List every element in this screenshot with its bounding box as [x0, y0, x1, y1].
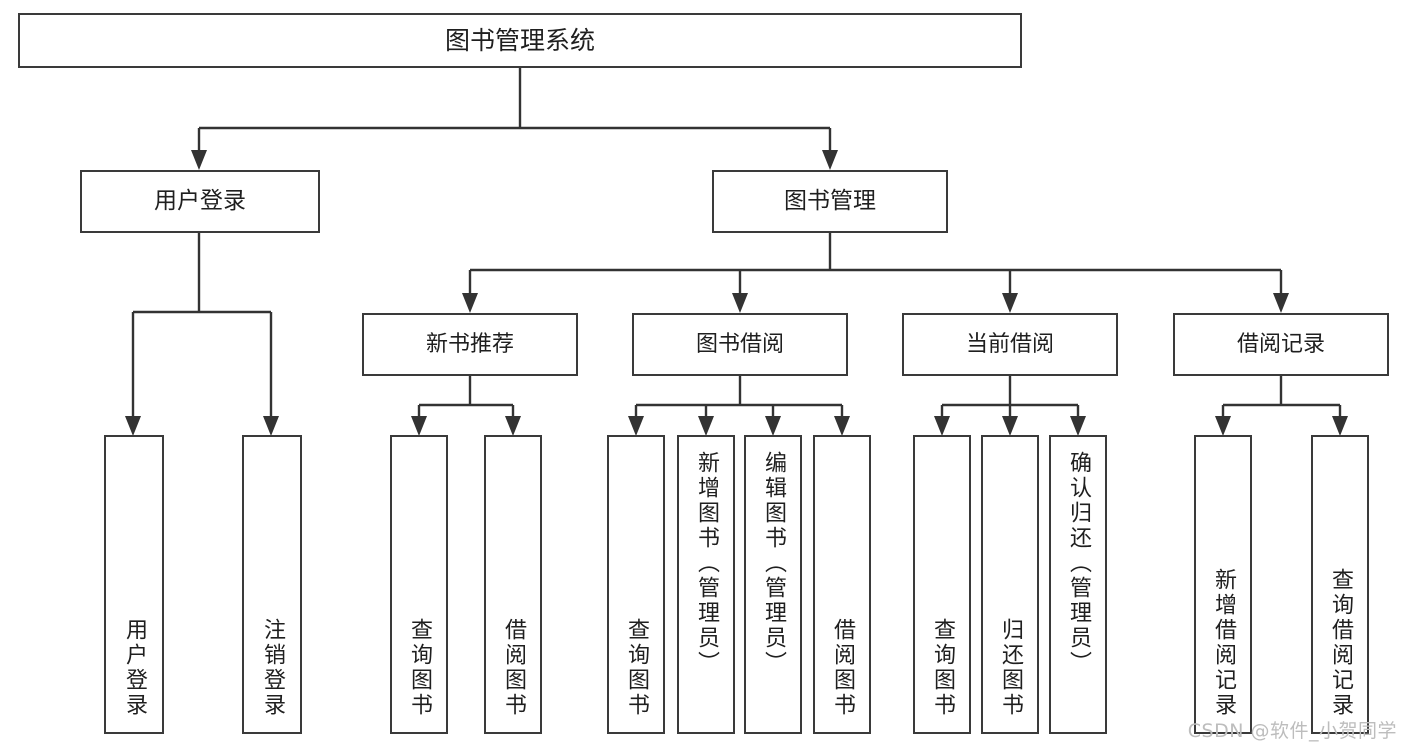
node-leaf-return-book-label: 归还图书 [998, 618, 1023, 718]
node-leaf-logout-label: 注销登录 [260, 618, 285, 718]
node-leaf-query-book-3-label: 查询图书 [930, 618, 955, 718]
arrow-bm-to-current-borrow [1002, 293, 1018, 313]
arrow-nb-leaf-2 [505, 416, 521, 436]
node-leaf-borrow-book-2-label: 借阅图书 [830, 618, 855, 718]
node-leaf-query-record[interactable]: 查询借阅记录 [1311, 435, 1369, 734]
arrow-root-to-book-manage [822, 150, 838, 170]
node-book-borrow-label: 图书借阅 [695, 331, 784, 357]
node-book-manage-label: 图书管理 [784, 187, 876, 214]
node-user-login-label: 用户登录 [154, 187, 246, 214]
node-leaf-borrow-book-1-label: 借阅图书 [501, 618, 526, 718]
arrow-bb-leaf-4 [834, 416, 850, 436]
node-leaf-borrow-book-1[interactable]: 借阅图书 [484, 435, 542, 734]
arrow-bm-to-borrow-record [1273, 293, 1289, 313]
arrow-user-login-leaf-2 [263, 416, 279, 436]
node-leaf-return-book[interactable]: 归还图书 [981, 435, 1039, 734]
node-leaf-user-login-label: 用户登录 [122, 618, 147, 718]
node-borrow-record-label: 借阅记录 [1236, 331, 1325, 357]
arrow-bb-leaf-2 [698, 416, 714, 436]
node-current-borrow[interactable]: 当前借阅 [902, 313, 1118, 376]
arrow-cb-leaf-3 [1070, 416, 1086, 436]
node-new-book-recommend[interactable]: 新书推荐 [362, 313, 578, 376]
arrow-bm-to-new-book [462, 293, 478, 313]
node-current-borrow-label: 当前借阅 [965, 331, 1054, 357]
watermark-text: CSDN @软件_小贺同学 [1187, 720, 1397, 742]
node-root-label: 图书管理系统 [444, 25, 595, 55]
node-leaf-add-record[interactable]: 新增借阅记录 [1194, 435, 1252, 734]
arrow-cb-leaf-2 [1002, 416, 1018, 436]
node-leaf-edit-book[interactable]: 编辑图书（管理员） [744, 435, 802, 734]
node-book-manage[interactable]: 图书管理 [712, 170, 948, 233]
node-root[interactable]: 图书管理系统 [18, 13, 1022, 68]
arrow-bb-leaf-3 [765, 416, 781, 436]
arrow-cb-leaf-1 [934, 416, 950, 436]
arrow-br-leaf-1 [1215, 416, 1231, 436]
node-leaf-query-book-2[interactable]: 查询图书 [607, 435, 665, 734]
node-leaf-add-book-label: 新增图书（管理员） [694, 451, 719, 676]
arrow-br-leaf-2 [1332, 416, 1348, 436]
node-leaf-confirm-return-label: 确认归还（管理员） [1066, 451, 1091, 676]
node-book-borrow[interactable]: 图书借阅 [632, 313, 848, 376]
arrow-bb-leaf-1 [628, 416, 644, 436]
node-leaf-query-book-1[interactable]: 查询图书 [390, 435, 448, 734]
node-leaf-add-book[interactable]: 新增图书（管理员） [677, 435, 735, 734]
node-leaf-query-record-label: 查询借阅记录 [1328, 568, 1353, 718]
node-new-book-recommend-label: 新书推荐 [425, 331, 514, 357]
node-leaf-logout[interactable]: 注销登录 [242, 435, 302, 734]
arrow-bm-to-book-borrow [732, 293, 748, 313]
node-leaf-user-login[interactable]: 用户登录 [104, 435, 164, 734]
node-leaf-add-record-label: 新增借阅记录 [1211, 568, 1236, 718]
arrow-nb-leaf-1 [411, 416, 427, 436]
node-leaf-query-book-1-label: 查询图书 [407, 618, 432, 718]
node-leaf-query-book-2-label: 查询图书 [624, 618, 649, 718]
node-leaf-edit-book-label: 编辑图书（管理员） [761, 451, 786, 676]
arrow-user-login-leaf-1 [125, 416, 141, 436]
node-user-login[interactable]: 用户登录 [80, 170, 320, 233]
node-leaf-borrow-book-2[interactable]: 借阅图书 [813, 435, 871, 734]
node-leaf-query-book-3[interactable]: 查询图书 [913, 435, 971, 734]
arrow-root-to-user-login [191, 150, 207, 170]
node-leaf-confirm-return[interactable]: 确认归还（管理员） [1049, 435, 1107, 734]
node-borrow-record[interactable]: 借阅记录 [1173, 313, 1389, 376]
